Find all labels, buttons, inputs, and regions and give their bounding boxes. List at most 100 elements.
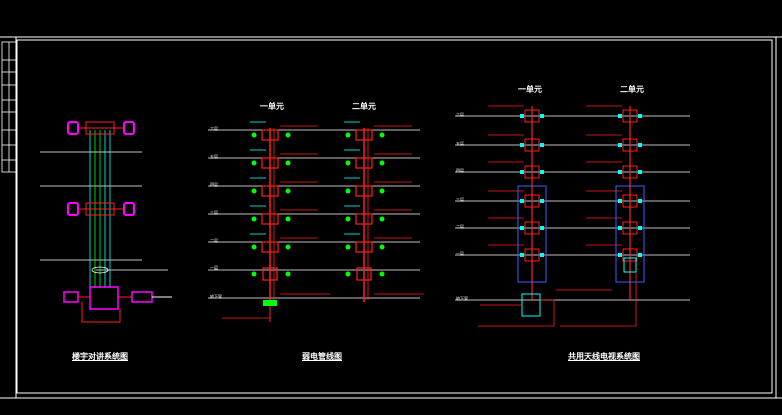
tv-outlet-icon <box>638 226 642 230</box>
tv-outlet-icon <box>520 226 524 230</box>
junction-box <box>355 129 373 141</box>
tap-box <box>622 248 638 262</box>
tv-outlet-icon <box>618 253 622 257</box>
tv-outlet-icon <box>638 170 642 174</box>
catv-unit-2-label: 二单元 <box>620 85 644 94</box>
catv-floor-label: 一层 <box>456 251 464 256</box>
tv-outlet-icon <box>638 143 642 147</box>
tap-box <box>622 221 638 235</box>
amplifier-frame <box>517 185 547 283</box>
outlet-icon <box>285 216 291 222</box>
piping-floor-label: 三层 <box>210 210 218 215</box>
catv-floor-label: 地下室 <box>456 296 468 301</box>
junction-box <box>261 157 279 169</box>
title-strip <box>1 41 17 173</box>
tap-box <box>524 221 540 235</box>
tv-outlet-icon <box>540 170 544 174</box>
piping-floor-label: 一层 <box>210 265 218 270</box>
junction-box <box>261 129 279 141</box>
piping-floor-label: 地下室 <box>210 294 222 299</box>
outlet-icon <box>345 132 351 138</box>
tv-outlet-icon <box>618 143 622 147</box>
catv-floor-label: 五层 <box>456 141 464 146</box>
outlet-icon <box>379 160 385 166</box>
tv-outlet-icon <box>520 143 524 147</box>
outlet-icon <box>285 160 291 166</box>
tv-outlet-icon <box>520 199 524 203</box>
catv-floor-label: 四层 <box>456 168 464 173</box>
outlet-icon <box>251 132 257 138</box>
tap-box <box>524 165 540 179</box>
junction-box <box>262 267 278 281</box>
tap-box <box>622 194 638 208</box>
tv-outlet-icon <box>638 253 642 257</box>
junction-box <box>355 241 373 253</box>
junction-box <box>355 157 373 169</box>
junction-box <box>356 267 372 281</box>
tv-outlet-icon <box>638 114 642 118</box>
tv-outlet-icon <box>618 114 622 118</box>
tv-outlet-icon <box>540 114 544 118</box>
outlet-icon <box>345 160 351 166</box>
headend-box <box>521 293 541 317</box>
outlet-icon <box>379 244 385 250</box>
outlet-icon <box>379 216 385 222</box>
tap-box <box>524 138 540 152</box>
junction-box <box>261 185 279 197</box>
outlet-icon <box>285 244 291 250</box>
tv-outlet-icon <box>520 114 524 118</box>
piping-unit-1-label: 一单元 <box>260 102 284 111</box>
headend-box <box>623 257 637 273</box>
distribution-box <box>263 300 277 306</box>
intercom-handset-icon <box>67 121 135 216</box>
weak-current-piping-diagram <box>208 121 424 322</box>
tv-outlet-icon <box>520 253 524 257</box>
catv-floor-label: 三层 <box>456 197 464 202</box>
piping-floor-label: 二层 <box>210 238 218 243</box>
piping-floor-label: 五层 <box>210 154 218 159</box>
drawing-frame <box>0 36 782 399</box>
outlet-icon <box>345 271 351 277</box>
outlet-icon <box>379 132 385 138</box>
catv-system-diagram <box>455 105 690 327</box>
outlet-icon <box>251 160 257 166</box>
tap-box <box>524 248 540 262</box>
catv-diagram-title: 共用天线电视系统图 <box>568 352 640 361</box>
tap-box <box>524 194 540 208</box>
feeder-line <box>478 299 555 327</box>
tv-outlet-icon <box>618 170 622 174</box>
feeder-line <box>560 272 637 327</box>
outlet-icon <box>379 271 385 277</box>
amplifier-frame <box>615 185 645 283</box>
outlet-icon <box>251 244 257 250</box>
tv-outlet-icon <box>618 226 622 230</box>
junction-box <box>261 213 279 225</box>
tap-box <box>622 109 638 123</box>
catv-floor-label: 二层 <box>456 224 464 229</box>
tv-outlet-icon <box>520 170 524 174</box>
catv-floor-label: 六层 <box>456 112 464 117</box>
outlet-icon <box>285 188 291 194</box>
outlet-icon <box>345 216 351 222</box>
piping-floor-label: 四层 <box>210 182 218 187</box>
junction-box <box>355 213 373 225</box>
outlet-icon <box>285 271 291 277</box>
tv-outlet-icon <box>618 199 622 203</box>
tv-outlet-icon <box>540 253 544 257</box>
piping-floor-label: 六层 <box>210 126 218 131</box>
outlet-icon <box>345 244 351 250</box>
catv-unit-1-label: 一单元 <box>518 85 542 94</box>
tv-outlet-icon <box>540 199 544 203</box>
outlet-icon <box>285 132 291 138</box>
tap-box <box>622 165 638 179</box>
tv-outlet-icon <box>540 143 544 147</box>
junction-box <box>261 241 279 253</box>
tv-outlet-icon <box>638 199 642 203</box>
piping-diagram-title: 弱电管线图 <box>302 352 342 361</box>
tv-outlet-icon <box>540 226 544 230</box>
outlet-icon <box>251 216 257 222</box>
piping-unit-2-label: 二单元 <box>352 102 376 111</box>
outlet-icon <box>345 188 351 194</box>
intercom-diagram-title: 楼宇对讲系统图 <box>72 352 128 361</box>
